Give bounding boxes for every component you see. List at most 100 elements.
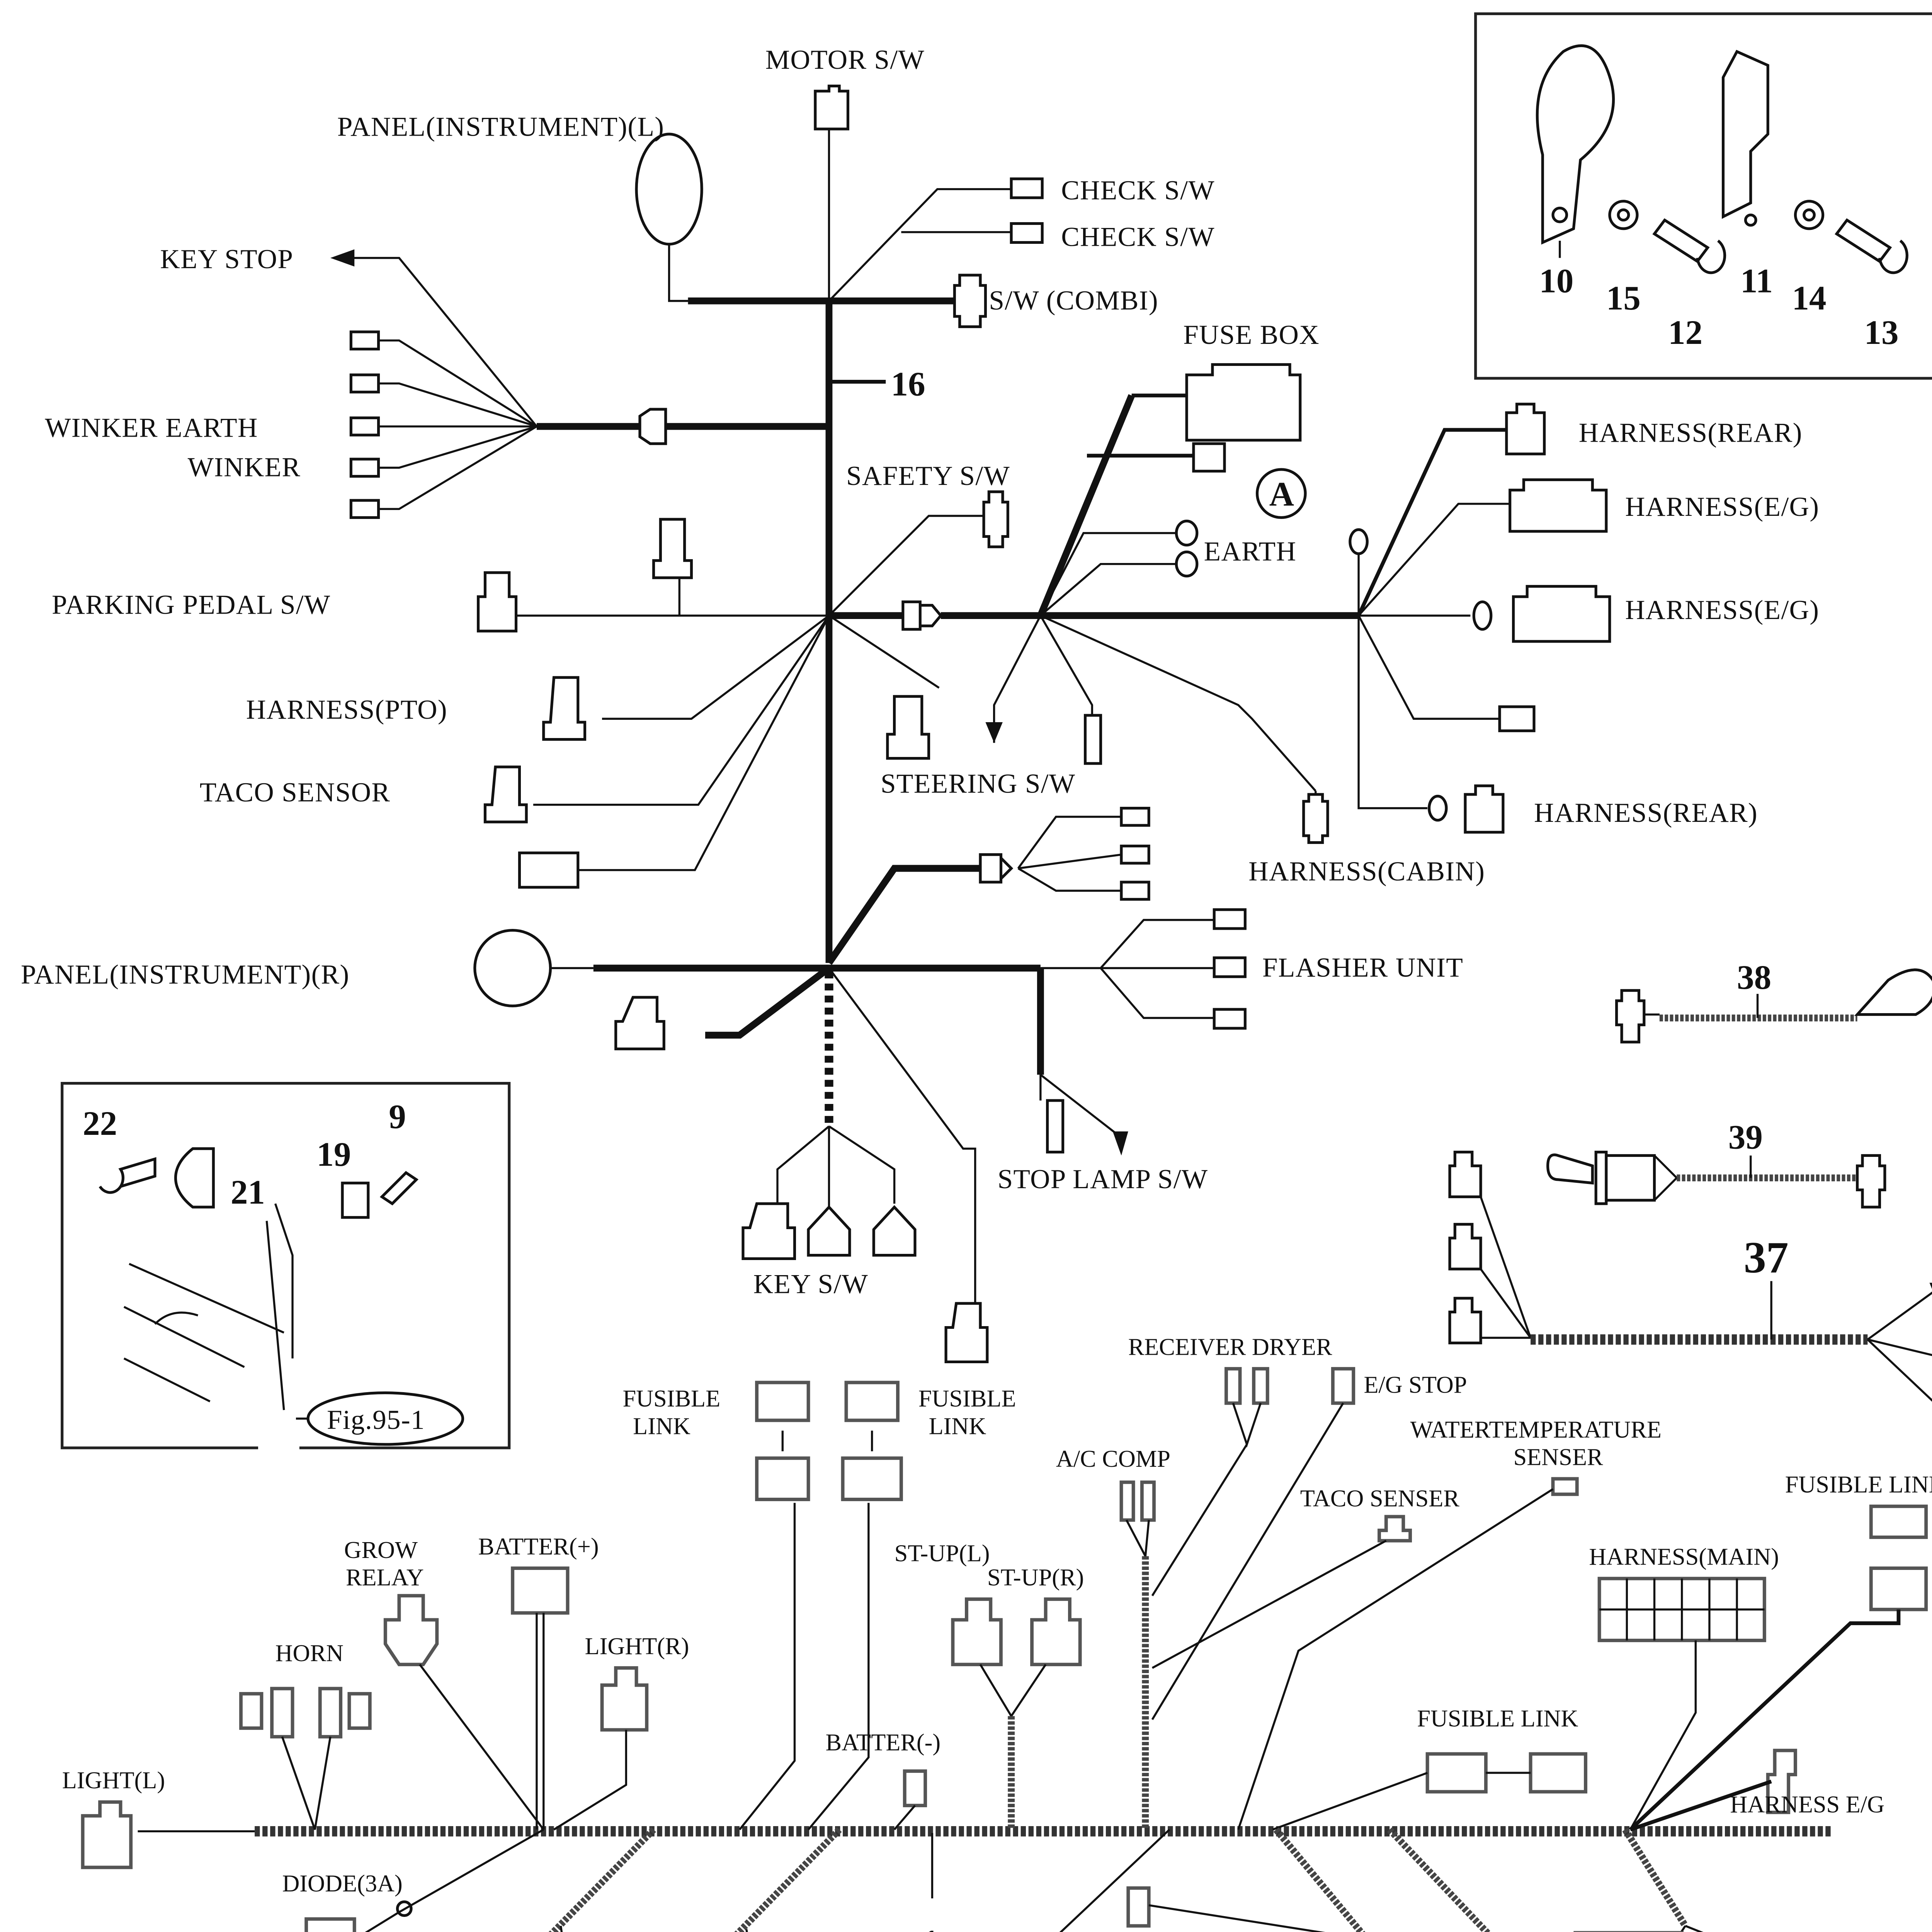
horn-label: HORN [276, 1640, 344, 1667]
batter-plus-label: BATTER(+) [478, 1533, 599, 1560]
fusible-link-4-label: FUSIBLE LINK [1417, 1705, 1578, 1732]
clamp-parts-inset: 10 15 12 11 14 13 [1474, 12, 1932, 380]
part-13-label: 13 [1864, 314, 1898, 352]
harness-37-connector-3 [1448, 1297, 1482, 1345]
harness-rear-1-connector [1505, 403, 1546, 456]
harness-rear-2-label: HARNESS(REAR) [1534, 798, 1758, 828]
bolt-13-icon [1835, 218, 1908, 274]
panel-instrument-r-gauge [473, 929, 552, 1007]
fusible-link-2-top [844, 1381, 900, 1422]
fuse-box-connector [1185, 363, 1302, 442]
key-sw-connector-2 [807, 1205, 851, 1257]
fusible-link-2-bottom [841, 1456, 903, 1501]
water-temp-connector [1551, 1477, 1579, 1496]
key-stop-arrow-icon [330, 249, 355, 267]
harness-37-arrow-icon [1929, 1282, 1932, 1289]
diode-label: DIODE(3A) [282, 1870, 402, 1897]
receiver-dryer-connector-1 [1224, 1367, 1242, 1405]
sw-combi-connector [953, 274, 987, 328]
check-sw-1-label: CHECK S/W [1061, 175, 1215, 206]
key-sw-connector-3 [872, 1205, 917, 1257]
fusible-link-4-left [1425, 1752, 1488, 1794]
part-1-label: 1 [922, 1923, 939, 1932]
grow-relay-label-2: RELAY [346, 1564, 424, 1591]
winker-earth-connector [349, 416, 380, 437]
safety-sw-label: SAFETY S/W [846, 461, 1010, 491]
part-15-label: 15 [1606, 279, 1641, 317]
winker-connector-1 [349, 330, 380, 350]
flasher-unit-label: FLASHER UNIT [1262, 953, 1463, 983]
clamp-21-icon [174, 1147, 215, 1209]
check-sw-2-label: CHECK S/W [1061, 222, 1215, 252]
harness-37-connector-1 [1448, 1151, 1482, 1198]
steering-sw-label: STEERING S/W [881, 769, 1075, 799]
part-11-label: 11 [1740, 262, 1773, 300]
sub-harnesses: 38 39 37 [1448, 959, 1932, 1402]
fusible-link-1-label-2: LINK [633, 1413, 690, 1439]
ac-comp-connector-1 [1119, 1480, 1135, 1522]
bolt-12-icon [1652, 218, 1726, 274]
horn-connector-3 [318, 1687, 343, 1739]
harness-39-switch-body [1605, 1154, 1656, 1202]
center-aux-connector [886, 695, 930, 760]
panel-instrument-l-label: PANEL(INSTRUMENT)(L) [337, 112, 665, 142]
part-16-label: 16 [891, 366, 925, 403]
dynamo-label: DYNAMO [1159, 1929, 1267, 1932]
flasher-connector-1 [1213, 908, 1247, 930]
left-aux-connector [518, 851, 580, 889]
taco-sensor-label: TACO SENSOR [200, 777, 391, 808]
taco-senser-connector [1378, 1515, 1412, 1543]
lower-small-connector-3 [1120, 881, 1150, 901]
earth-ring-3 [1349, 528, 1369, 555]
light-r-connector [600, 1666, 649, 1732]
harness-eg-2-ring [1472, 600, 1493, 631]
grow-relay-connector [383, 1594, 439, 1667]
fusible-link-2-label-2: LINK [929, 1413, 986, 1439]
earth-label: EARTH [1204, 537, 1297, 567]
fig-95-1-label: Fig.95-1 [327, 1405, 425, 1435]
key-sw-connector-1 [742, 1202, 796, 1260]
upper-harness: MOTOR S/W PANEL(INSTRUMENT)(L) CHECK S/W… [21, 45, 1819, 1364]
bracket-inset: 22 21 19 9 Fig.95-1 [61, 1082, 511, 1449]
bolt-22-icon [99, 1157, 156, 1194]
receiver-dryer-label: RECEIVER DRYER [1128, 1334, 1332, 1361]
part-22-label: 22 [83, 1105, 117, 1143]
light-l-label: LIGHT(L) [62, 1767, 165, 1794]
st-up-l-connector [951, 1597, 1003, 1667]
harness-rear-2-connector [1464, 784, 1505, 834]
bracket-11-icon [1721, 49, 1769, 219]
winker-coupler [638, 408, 667, 445]
harness-pto-connector [542, 676, 587, 741]
safety-sw-connector [982, 490, 1009, 548]
check-sw-2-connector [1010, 222, 1044, 244]
earth-ring-2 [1175, 550, 1199, 578]
part-10-label: 10 [1539, 262, 1573, 300]
steering-arrow-icon [985, 722, 1003, 743]
winker-connector-5 [349, 499, 380, 519]
water-temp-label-1: WATERTEMPERATURE [1410, 1416, 1662, 1443]
screw-9-icon [379, 1171, 419, 1206]
light-l-connector [81, 1800, 133, 1869]
horn-connector-1 [239, 1692, 264, 1730]
right-aux-connector [1498, 705, 1536, 732]
motor-sw-label: MOTOR S/W [765, 45, 925, 75]
pedal-aux-connector [652, 518, 693, 579]
harness-main-connector [1597, 1577, 1766, 1642]
part-38-label: 38 [1737, 959, 1771, 997]
motor-sw-connector [814, 84, 849, 131]
stop-lamp-sw-label: STOP LAMP S/W [998, 1164, 1208, 1194]
horn-connector-4 [347, 1692, 372, 1730]
harness-39-connector-right [1856, 1154, 1886, 1209]
taco-senser-label: TACO SENSER [1300, 1485, 1460, 1512]
st-up-r-label: ST-UP(R) [987, 1564, 1084, 1591]
lower-small-connector-1 [1120, 807, 1150, 827]
part-39-label: 39 [1728, 1119, 1763, 1156]
earth-ref-a-label: A [1269, 475, 1294, 513]
winker-label: WINKER [188, 452, 301, 483]
main-coupler [901, 600, 943, 631]
bracket-frame-icon [123, 1203, 294, 1410]
clip-19-icon [341, 1182, 370, 1219]
fuse-box-label: FUSE BOX [1183, 320, 1320, 350]
parking-pedal-sw-connector [477, 571, 518, 633]
key-sw-label: KEY S/W [753, 1269, 868, 1299]
